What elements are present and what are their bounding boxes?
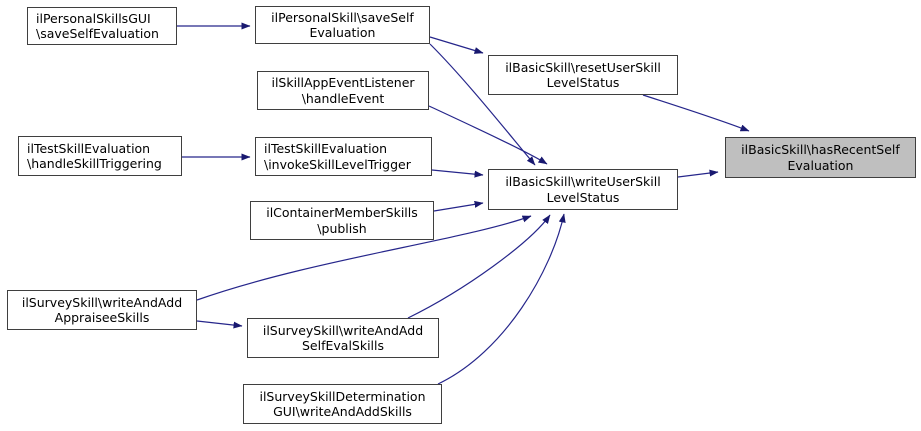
node-label-line2: GUI\writeAndAddSkills: [273, 404, 412, 419]
edge-resetUserSkill-hasRecentSelfEval: [642, 94, 750, 132]
node-label-line1: ilSurveySkill\writeAndAdd: [21, 294, 183, 310]
node-label-line1: ilSkillAppEventListener: [271, 75, 415, 90]
edge-personalSkillSave-writeUserSkill: [429, 43, 536, 166]
node-label-line2: LevelStatus: [546, 189, 620, 205]
node-hasRecentSelfEval[interactable]: ilBasicSkill\hasRecentSelf Evaluation: [725, 137, 916, 178]
edge-writeUserSkill-hasRecentSelfEval: [677, 169, 719, 178]
node-label-line1: ilContainerMemberSkills: [266, 205, 418, 220]
node-label-line2: \saveSelfEvaluation: [36, 26, 159, 41]
node-label-line2: LevelStatus: [546, 75, 620, 90]
node-label-line1: ilSurveySkill\writeAndAdd: [262, 322, 424, 338]
node-label-line1: ilSurveySkillDetermination: [259, 388, 426, 404]
node-label-line1: ilBasicSkill\resetUserSkill: [505, 59, 661, 75]
node-label-line1: ilTestSkillEvaluation: [264, 141, 388, 156]
node-label-line2: \handleEvent: [301, 90, 385, 106]
edge-skillAppEventListener-writeUserSkill: [428, 105, 548, 165]
node-personalSkillsGui[interactable]: ilPersonalSkillsGUI \saveSelfEvaluation: [27, 7, 177, 45]
edge-surveyDetermination-writeUserSkill: [437, 213, 566, 385]
node-containerMemberPublish[interactable]: ilContainerMemberSkills \publish: [250, 201, 434, 240]
node-label-line2: AppraiseeSkills: [54, 310, 150, 325]
node-surveyDetermination[interactable]: ilSurveySkillDetermination GUI\writeAndA…: [243, 384, 442, 424]
node-label-line1: ilPersonalSkillsGUI: [36, 10, 151, 26]
node-label-line2: \handleSkillTriggering: [27, 156, 162, 171]
edge-surveyAppraisee-writeUserSkill: [196, 215, 532, 301]
edge-surveySelfEval-writeUserSkill: [407, 214, 551, 319]
node-label-line2: \invokeSkillLevelTrigger: [264, 156, 411, 172]
node-testSkillHandle[interactable]: ilTestSkillEvaluation \handleSkillTrigge…: [18, 136, 182, 176]
edge-testSkillInvoke-writeUserSkill: [431, 169, 484, 178]
node-label-line2: SelfEvalSkills: [301, 338, 385, 353]
node-surveyAppraisee[interactable]: ilSurveySkill\writeAndAdd AppraiseeSkill…: [7, 290, 197, 330]
node-label-line1: ilBasicSkill\hasRecentSelf: [741, 142, 900, 157]
node-resetUserSkill[interactable]: ilBasicSkill\resetUserSkill LevelStatus: [488, 55, 678, 95]
node-writeUserSkill[interactable]: ilBasicSkill\writeUserSkill LevelStatus: [488, 169, 678, 210]
edge-personalSkillSave-resetUserSkill: [429, 36, 484, 54]
node-label-line1: ilTestSkillEvaluation: [27, 140, 151, 156]
node-personalSkillSave[interactable]: ilPersonalSkill\saveSelf Evaluation: [255, 6, 430, 44]
node-testSkillInvoke[interactable]: ilTestSkillEvaluation \invokeSkillLevelT…: [255, 137, 432, 176]
node-label-line2: \publish: [317, 220, 367, 236]
node-label-line2: Evaluation: [787, 157, 854, 173]
edge-containerMemberPublish-writeUserSkill: [433, 200, 484, 212]
node-label-line1: ilBasicSkill\writeUserSkill: [505, 174, 661, 189]
edge-surveyAppraisee-surveySelfEval: [196, 320, 243, 329]
node-surveySelfEval[interactable]: ilSurveySkill\writeAndAdd SelfEvalSkills: [247, 318, 439, 358]
node-skillAppEventListener[interactable]: ilSkillAppEventListener \handleEvent: [257, 71, 429, 110]
node-label-line2: Evaluation: [309, 25, 376, 40]
node-label-line1: ilPersonalSkill\saveSelf: [271, 9, 414, 25]
